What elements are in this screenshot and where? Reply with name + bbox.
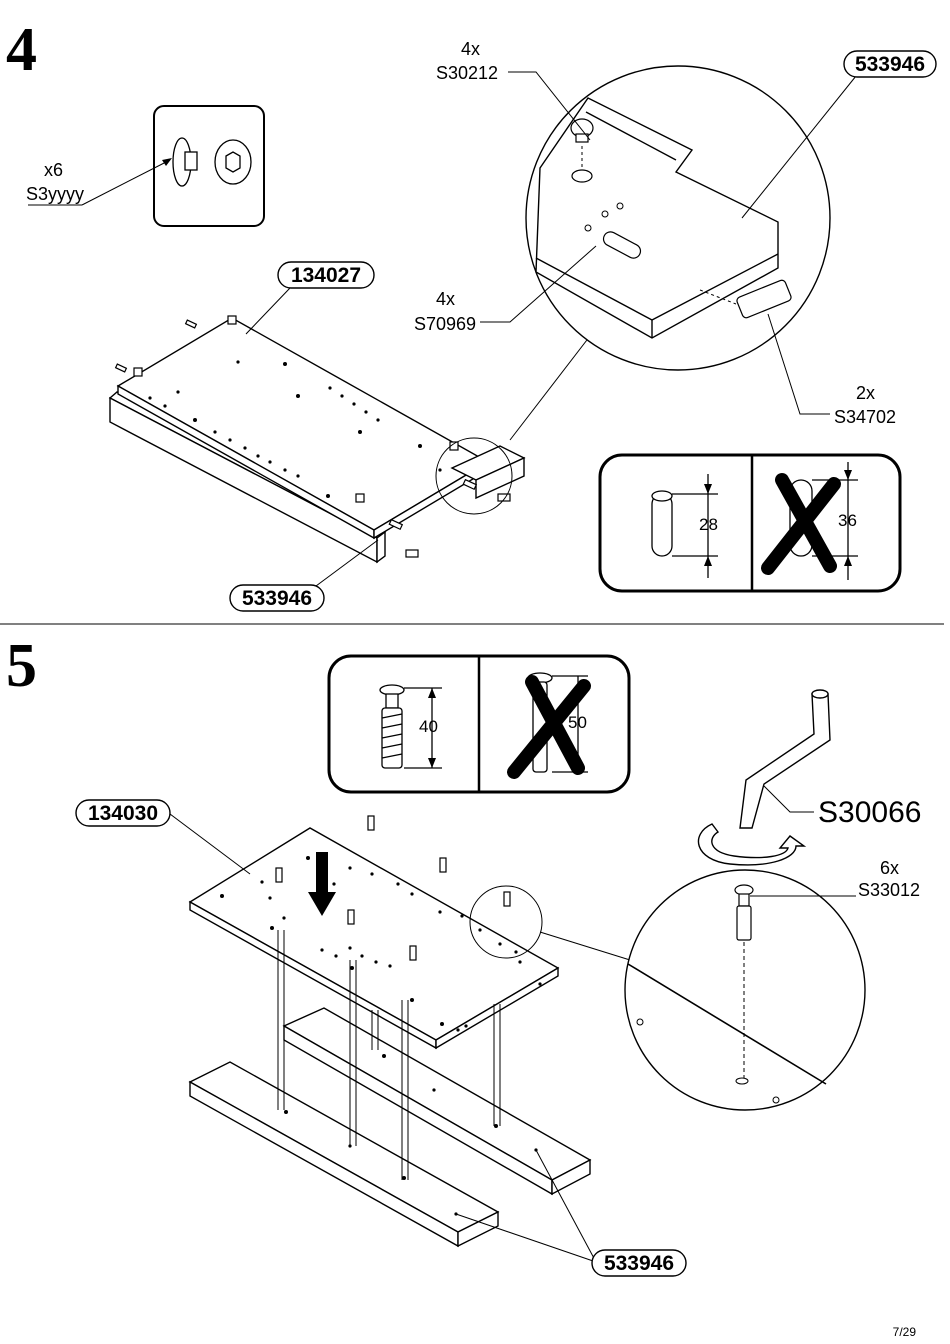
step-5-number: 5 bbox=[6, 632, 37, 700]
part-label-533946-step5: 533946 bbox=[591, 1249, 687, 1277]
cross-mark-icon bbox=[761, 473, 841, 575]
rotate-arrow-icon bbox=[697, 823, 807, 866]
dowel-icon bbox=[602, 231, 642, 259]
panel-assembly-drawing bbox=[108, 317, 526, 564]
hw-qty-4x-a: 4x bbox=[461, 39, 480, 59]
push-arrow-icon bbox=[308, 852, 336, 916]
leader-lines bbox=[169, 785, 856, 1263]
page-number: 7/29 bbox=[893, 1325, 917, 1339]
dowel-length-check: 28 36 bbox=[598, 453, 902, 593]
detail-marker-circle bbox=[469, 885, 543, 959]
svg-text:533946: 533946 bbox=[855, 53, 925, 76]
screws-icon bbox=[275, 815, 511, 961]
end-cap-icon bbox=[736, 279, 792, 319]
dowel-correct-icon bbox=[651, 474, 718, 578]
tool-code-s30066: S30066 bbox=[818, 796, 921, 829]
part-label-533946-bottom: 533946 bbox=[229, 539, 379, 612]
hw-qty-x6: x6 bbox=[44, 160, 63, 180]
cam-fittings-icon bbox=[114, 315, 511, 558]
detail-magnified-view bbox=[525, 65, 831, 371]
cam-screw-icon bbox=[172, 137, 252, 187]
table-assembly-drawing bbox=[188, 827, 592, 1248]
hw-qty-2x: 2x bbox=[856, 383, 875, 403]
dim-50: 50 bbox=[568, 713, 587, 732]
dim-28: 28 bbox=[699, 515, 718, 534]
step-4: 4 x6 S3yyyy bbox=[6, 16, 937, 612]
detail-marker-circle bbox=[435, 437, 513, 515]
hw-qty-6x: 6x bbox=[880, 858, 899, 878]
part-label-533946-top: 533946 bbox=[843, 50, 937, 78]
leader-lines bbox=[480, 71, 857, 415]
screw-correct-icon bbox=[379, 684, 442, 769]
screw-icon bbox=[734, 884, 754, 941]
svg-text:134030: 134030 bbox=[88, 802, 158, 825]
svg-text:533946: 533946 bbox=[604, 1252, 674, 1275]
allen-key-icon bbox=[739, 689, 831, 829]
dim-40: 40 bbox=[419, 717, 438, 736]
cross-mark-icon bbox=[507, 675, 591, 779]
hw-code-s34702: S34702 bbox=[834, 407, 896, 427]
hw-qty-4x-b: 4x bbox=[436, 289, 455, 309]
hardware-detail-box bbox=[28, 105, 265, 227]
cam-bolt-icon bbox=[570, 118, 594, 183]
hw-code-s70969: S70969 bbox=[414, 314, 476, 334]
part-label-134030: 134030 bbox=[75, 799, 171, 827]
hw-code-s33012: S33012 bbox=[858, 880, 920, 900]
hw-code-s30212: S30212 bbox=[436, 63, 498, 83]
step-4-number: 4 bbox=[6, 16, 37, 84]
panel-hole-pattern bbox=[148, 360, 442, 498]
part-label-134027: 134027 bbox=[245, 261, 375, 335]
guide-lines bbox=[277, 930, 501, 1180]
hw-code-s3yyyy: S3yyyy bbox=[26, 184, 84, 204]
svg-text:134027: 134027 bbox=[291, 264, 361, 287]
dim-36: 36 bbox=[838, 511, 857, 530]
screw-length-check: 40 50 bbox=[327, 654, 631, 794]
svg-text:533946: 533946 bbox=[242, 587, 312, 610]
detail-magnified-view bbox=[624, 869, 866, 1111]
step-5: 5 40 50 bbox=[6, 632, 921, 1277]
